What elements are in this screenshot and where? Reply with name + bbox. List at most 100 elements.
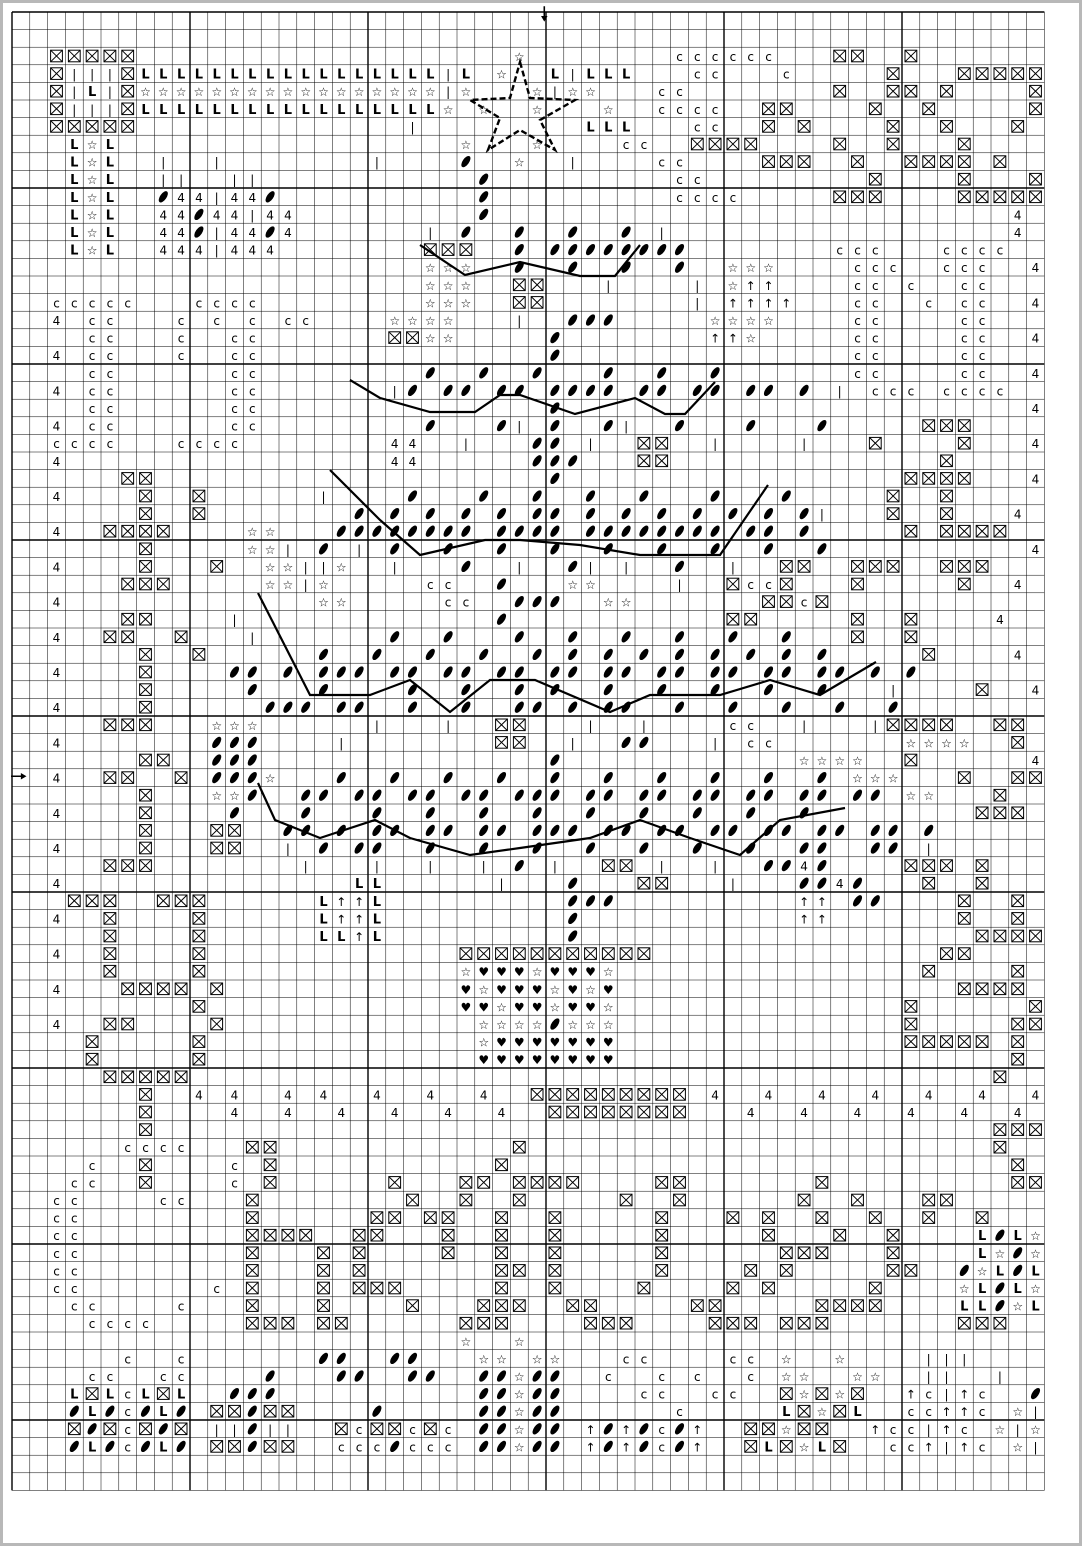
bead-symbol	[495, 1386, 508, 1400]
bead-symbol	[549, 770, 562, 784]
bead-symbol	[673, 260, 686, 274]
star-symbol: ☆	[211, 789, 222, 803]
cross-box-symbol	[656, 1089, 668, 1101]
cross-box-symbol	[709, 138, 721, 150]
digit-4-symbol: 4	[747, 1106, 755, 1120]
cross-box-symbol	[211, 1441, 223, 1453]
letter-c-symbol: c	[765, 50, 772, 64]
cross-box-symbol	[763, 1212, 775, 1224]
bead-symbol	[780, 630, 793, 644]
bead-symbol	[887, 841, 900, 855]
cross-box-symbol	[1012, 68, 1024, 80]
star-symbol: ☆	[1030, 1229, 1041, 1243]
letter-c-symbol: c	[107, 402, 114, 416]
cross-box-symbol	[478, 1300, 490, 1312]
letter-c-symbol: c	[89, 1370, 96, 1384]
cross-box-symbol	[923, 877, 935, 889]
cross-box-symbol	[923, 1036, 935, 1048]
cross-box-symbol	[709, 1317, 721, 1329]
cross-box-symbol	[549, 1282, 561, 1294]
bead-symbol	[424, 823, 437, 837]
cross-box-symbol	[264, 1141, 276, 1153]
cross-box-symbol	[229, 1441, 241, 1453]
up-arrow-symbol: ↑	[906, 1388, 916, 1402]
letter-L-symbol: L	[70, 138, 78, 153]
bar-symbol: |	[553, 85, 557, 99]
bar-symbol: |	[873, 719, 877, 733]
bead-symbol	[317, 841, 330, 855]
letter-L-symbol: L	[284, 103, 292, 118]
letter-c-symbol: c	[979, 296, 986, 310]
bead-symbol	[816, 841, 829, 855]
cross-box-symbol	[318, 1265, 330, 1277]
bead-symbol	[460, 506, 473, 520]
bead-symbol	[531, 524, 544, 538]
cross-box-symbol	[923, 719, 935, 731]
letter-L-symbol: L	[159, 1405, 167, 1420]
bead-symbol	[495, 542, 508, 556]
cross-box-symbol	[620, 1089, 632, 1101]
cross-box-symbol	[1012, 895, 1024, 907]
cross-box-symbol	[51, 68, 63, 80]
letter-c-symbol: c	[943, 244, 950, 258]
cross-box-symbol	[958, 138, 970, 150]
bead-symbol	[816, 858, 829, 872]
digit-4-symbol: 4	[1032, 543, 1040, 557]
bead-symbol	[851, 876, 864, 890]
cross-box-symbol	[602, 948, 614, 960]
bar-symbol: |	[393, 560, 397, 574]
bead-symbol	[477, 1439, 490, 1453]
letter-L-symbol: L	[426, 103, 434, 118]
bead-symbol	[673, 1422, 686, 1436]
letter-c-symbol: c	[196, 437, 203, 451]
cross-box-symbol	[816, 1317, 828, 1329]
cross-box-symbol	[834, 1441, 846, 1453]
bead-symbol	[762, 770, 775, 784]
cross-box-symbol	[869, 1282, 881, 1294]
letter-c-symbol: c	[53, 437, 60, 451]
up-arrow-symbol: ↑	[728, 332, 738, 346]
cross-box-symbol	[585, 1089, 597, 1101]
star-symbol: ☆	[603, 103, 614, 117]
letter-c-symbol: c	[676, 1405, 683, 1419]
heart-symbol: ♥	[478, 1053, 489, 1067]
cross-box-symbol	[602, 1317, 614, 1329]
bead-symbol	[442, 524, 455, 538]
letter-c-symbol: c	[124, 1141, 131, 1155]
cross-box-symbol	[513, 1141, 525, 1153]
cross-box-symbol	[531, 1177, 543, 1189]
bar-symbol: |	[108, 103, 112, 117]
letter-c-symbol: c	[979, 244, 986, 258]
cross-box-symbol	[442, 244, 454, 256]
cross-box-symbol	[727, 613, 739, 625]
bead-symbol	[816, 418, 829, 432]
digit-4-symbol: 4	[159, 208, 167, 222]
star-symbol: ☆	[461, 279, 472, 293]
letter-L-symbol: L	[978, 1282, 986, 1297]
digit-4-symbol: 4	[266, 244, 274, 258]
bead-symbol	[353, 665, 366, 679]
bar-symbol: |	[642, 719, 646, 733]
letter-c-symbol: c	[124, 1440, 131, 1454]
cross-box-symbol	[229, 842, 241, 854]
letter-c-symbol: c	[107, 420, 114, 434]
cross-box-symbol	[905, 631, 917, 643]
bead-symbol	[531, 594, 544, 608]
heart-symbol: ♥	[567, 1000, 578, 1014]
star-symbol: ☆	[870, 1370, 881, 1384]
bead-symbol	[691, 524, 704, 538]
letter-c-symbol: c	[961, 384, 968, 398]
letter-L-symbol: L	[337, 103, 345, 118]
cross-box-symbol	[691, 138, 703, 150]
star-symbol: ☆	[318, 578, 329, 592]
bead-symbol	[691, 806, 704, 820]
bead-symbol	[566, 876, 579, 890]
cross-box-symbol	[745, 1441, 757, 1453]
cross-box-symbol	[531, 279, 543, 291]
horizontal-center-arrow-icon: 🠖	[10, 766, 28, 786]
cross-box-symbol	[852, 631, 864, 643]
cross-box-symbol	[442, 1212, 454, 1224]
bar-symbol: |	[268, 1423, 272, 1437]
letter-c-symbol: c	[249, 349, 256, 363]
bead-symbol	[139, 1439, 152, 1453]
